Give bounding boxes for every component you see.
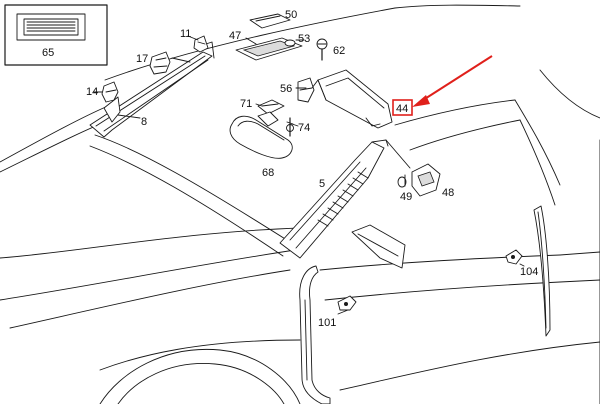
label-44: 44 [396, 103, 408, 115]
part-5-a-pillar-trim [279, 139, 389, 259]
mirror-triangle [351, 224, 406, 269]
label-74: 74 [298, 122, 310, 134]
label-17: 17 [136, 53, 148, 65]
part-68-rearview-mirror [229, 111, 293, 159]
label-49: 49 [400, 191, 412, 203]
highlight-box-44 [392, 99, 413, 116]
part-11-clip [193, 35, 209, 53]
label-11: 11 [180, 28, 191, 40]
part-101-door-seal [299, 265, 357, 404]
label-50: 50 [285, 9, 297, 21]
part-71-mount [257, 99, 285, 115]
highlight-arrow [419, 55, 493, 103]
part-14-clip [101, 81, 119, 103]
label-48: 48 [442, 187, 454, 199]
leader-lines [93, 35, 525, 315]
part-104-door-seal [505, 205, 551, 337]
label-56: 56 [280, 83, 292, 95]
part-49-clip [397, 176, 407, 188]
label-8: 8 [141, 116, 147, 128]
label-62: 62 [333, 45, 345, 57]
highlight-arrowhead [412, 95, 430, 107]
label-71: 71 [240, 98, 252, 110]
label-53: 53 [298, 33, 310, 45]
label-14: 14 [86, 86, 98, 98]
part-50-cover [249, 13, 291, 29]
part-53-clip [284, 39, 296, 47]
part-62-screw [316, 38, 328, 61]
label-101: 101 [318, 317, 336, 329]
car-body-outline [0, 4, 600, 404]
label-47: 47 [229, 30, 241, 42]
label-68: 68 [262, 167, 274, 179]
part-48-bracket [411, 163, 441, 197]
part-56-bracket [297, 77, 315, 103]
label-65: 65 [42, 47, 54, 59]
inset-box: 65 [4, 4, 108, 66]
part-17-clip [149, 51, 171, 75]
part-44-sun-visor [311, 69, 393, 129]
label-104: 104 [520, 266, 538, 278]
part-74-screw [286, 117, 294, 137]
label-5: 5 [319, 178, 325, 190]
